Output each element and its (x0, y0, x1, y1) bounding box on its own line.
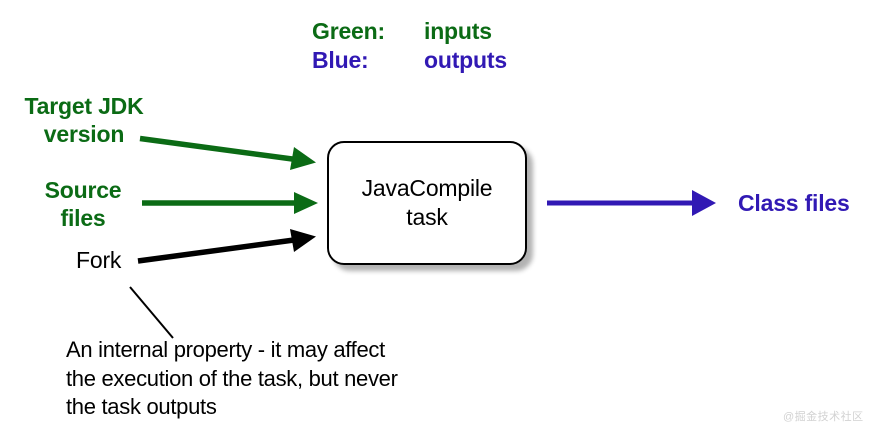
fork-caption: An internal property - it may affect the… (66, 337, 398, 419)
legend-key-green: Green: (312, 18, 385, 44)
input-label-fork: Fork (76, 247, 122, 273)
legend-key-blue: Blue: (312, 47, 369, 73)
fork-leader-line (129, 286, 174, 339)
legend-row-green: Green: inputs (312, 18, 562, 47)
legend-value-green: inputs (424, 18, 492, 44)
input-label-target-jdk-version: Target JDK version (24, 93, 144, 147)
blue-arrow-output (547, 190, 716, 216)
javacompile-task-box: JavaCompile task (327, 141, 527, 265)
black-arrow-fork (137, 229, 316, 264)
legend: Green: inputs Blue: outputs (312, 18, 562, 76)
input-label-source-files: Source files (44, 177, 122, 231)
watermark: @掘金技术社区 (783, 411, 864, 423)
green-arrow-source (142, 192, 318, 214)
green-arrow-jdk (139, 135, 316, 170)
output-label-class-files: Class files (738, 190, 850, 216)
legend-row-blue: Blue: outputs (312, 47, 562, 76)
legend-value-blue: outputs (424, 47, 507, 73)
task-box-label: JavaCompile task (361, 175, 493, 230)
